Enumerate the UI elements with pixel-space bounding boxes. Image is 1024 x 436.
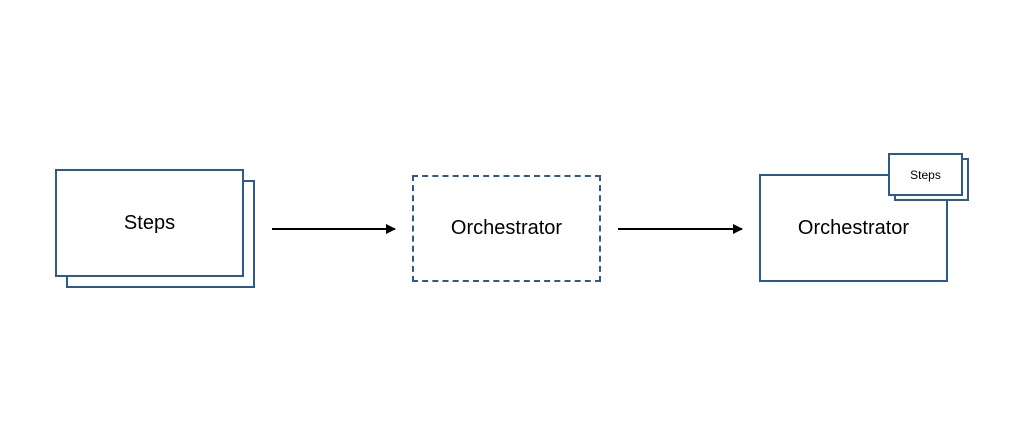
orchestrator-placeholder-box: Orchestrator (412, 175, 601, 282)
steps-card: Steps (55, 169, 244, 277)
mini-steps-card: Steps (888, 153, 963, 196)
steps-label: Steps (123, 211, 176, 234)
orchestrator-result-label: Orchestrator (797, 216, 910, 239)
mini-steps-label: Steps (910, 167, 941, 182)
orchestrator-label: Orchestrator (450, 217, 563, 239)
